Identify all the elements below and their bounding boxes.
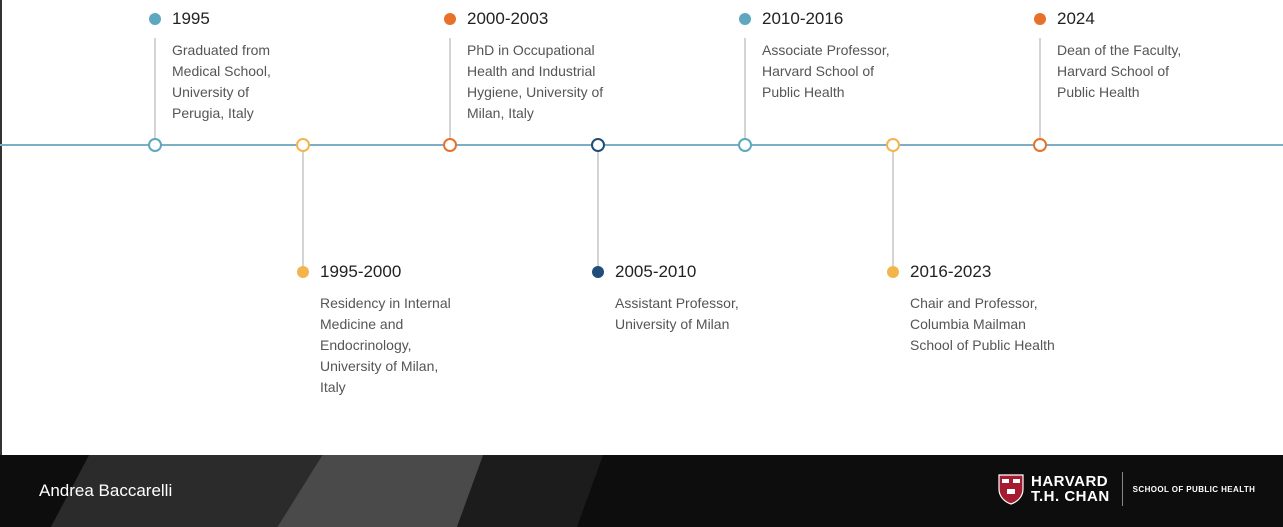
event-year: 2024 <box>1057 9 1095 28</box>
event-description: Dean of the Faculty, Harvard School of Pub… <box>1057 40 1237 103</box>
event-marker-dot <box>592 266 604 278</box>
event-description-line: Italy <box>320 379 346 395</box>
event-description-line: Public Health <box>762 84 845 100</box>
event-marker-dot <box>739 13 751 25</box>
timeline-axis <box>0 144 1283 146</box>
footer-bar: Andrea Baccarelli HARVARD T.H. CHAN SCHO… <box>0 455 1283 527</box>
logo-divider <box>1121 472 1123 506</box>
event-description-line: University of Milan <box>615 316 730 332</box>
event-marker-dot <box>444 13 456 25</box>
timeline-node <box>443 138 457 152</box>
event-description-line: Hygiene, University of <box>467 84 604 100</box>
event-connector <box>744 38 746 145</box>
event-description-line: University of <box>172 84 250 100</box>
logo-wordmark: HARVARD T.H. CHAN <box>1031 474 1110 504</box>
event-description: Assistant Professor, University of Milan <box>615 293 795 335</box>
timeline-node <box>296 138 310 152</box>
event-description-line: Harvard School of <box>1057 63 1170 79</box>
event-description-line: PhD in Occupational <box>467 42 595 58</box>
event-year: 2010-2016 <box>762 9 844 28</box>
left-border <box>0 0 2 455</box>
timeline-node <box>738 138 752 152</box>
timeline-node <box>886 138 900 152</box>
event-marker-dot <box>297 266 309 278</box>
event-marker-dot <box>1034 13 1046 25</box>
footer-background-building <box>456 455 604 527</box>
event-connector <box>154 38 156 145</box>
event-description-line: University of Milan, <box>320 358 439 374</box>
logo-line-harvard: HARVARD <box>1031 473 1109 490</box>
event-description-line: Public Health <box>1057 84 1140 100</box>
event-description: Associate Professor, Harvard School of Pub… <box>762 40 942 103</box>
event-description-line: Medical School, <box>172 63 271 79</box>
event-connector <box>1039 38 1041 145</box>
event-description-line: Milan, Italy <box>467 105 534 121</box>
event-description-line: Chair and Professor, <box>910 295 1038 311</box>
event-connector <box>302 145 304 270</box>
harvard-shield-icon <box>998 474 1024 505</box>
harvard-chan-logo: HARVARD T.H. CHAN SCHOOL OF PUBLIC HEALT… <box>997 465 1255 513</box>
logo-line-chan: T.H. CHAN <box>1031 488 1110 505</box>
timeline-node <box>1033 138 1047 152</box>
event-year: 2000-2003 <box>467 9 549 28</box>
event-marker-dot <box>149 13 161 25</box>
logo-school-name: SCHOOL OF PUBLIC HEALTH <box>1132 484 1256 494</box>
event-marker-dot <box>887 266 899 278</box>
event-description-line: Health and Industrial <box>467 63 596 79</box>
event-description-line: Assistant Professor, <box>615 295 739 311</box>
event-description-line: Graduated from <box>172 42 271 58</box>
event-description-line: Endocrinology, <box>320 337 412 353</box>
event-description-line: Dean of the Faculty, <box>1057 42 1182 58</box>
event-description-line: Medicine and <box>320 316 404 332</box>
event-year: 1995-2000 <box>320 262 402 281</box>
timeline-node <box>591 138 605 152</box>
event-year: 2016-2023 <box>910 262 992 281</box>
event-description-line: Perugia, Italy <box>172 105 254 121</box>
event-description-line: Associate Professor, <box>762 42 890 58</box>
event-description-line: Residency in Internal <box>320 295 451 311</box>
event-description-line: School of Public Health <box>910 337 1055 353</box>
event-description-line: Harvard School of <box>762 63 875 79</box>
timeline-node <box>148 138 162 152</box>
event-connector <box>892 145 894 270</box>
event-year: 2005-2010 <box>615 262 697 281</box>
event-connector <box>449 38 451 145</box>
event-year: 1995 <box>172 9 210 28</box>
event-description-line: Columbia Mailman <box>910 316 1026 332</box>
event-connector <box>597 145 599 270</box>
presenter-name: Andrea Baccarelli <box>39 481 173 500</box>
